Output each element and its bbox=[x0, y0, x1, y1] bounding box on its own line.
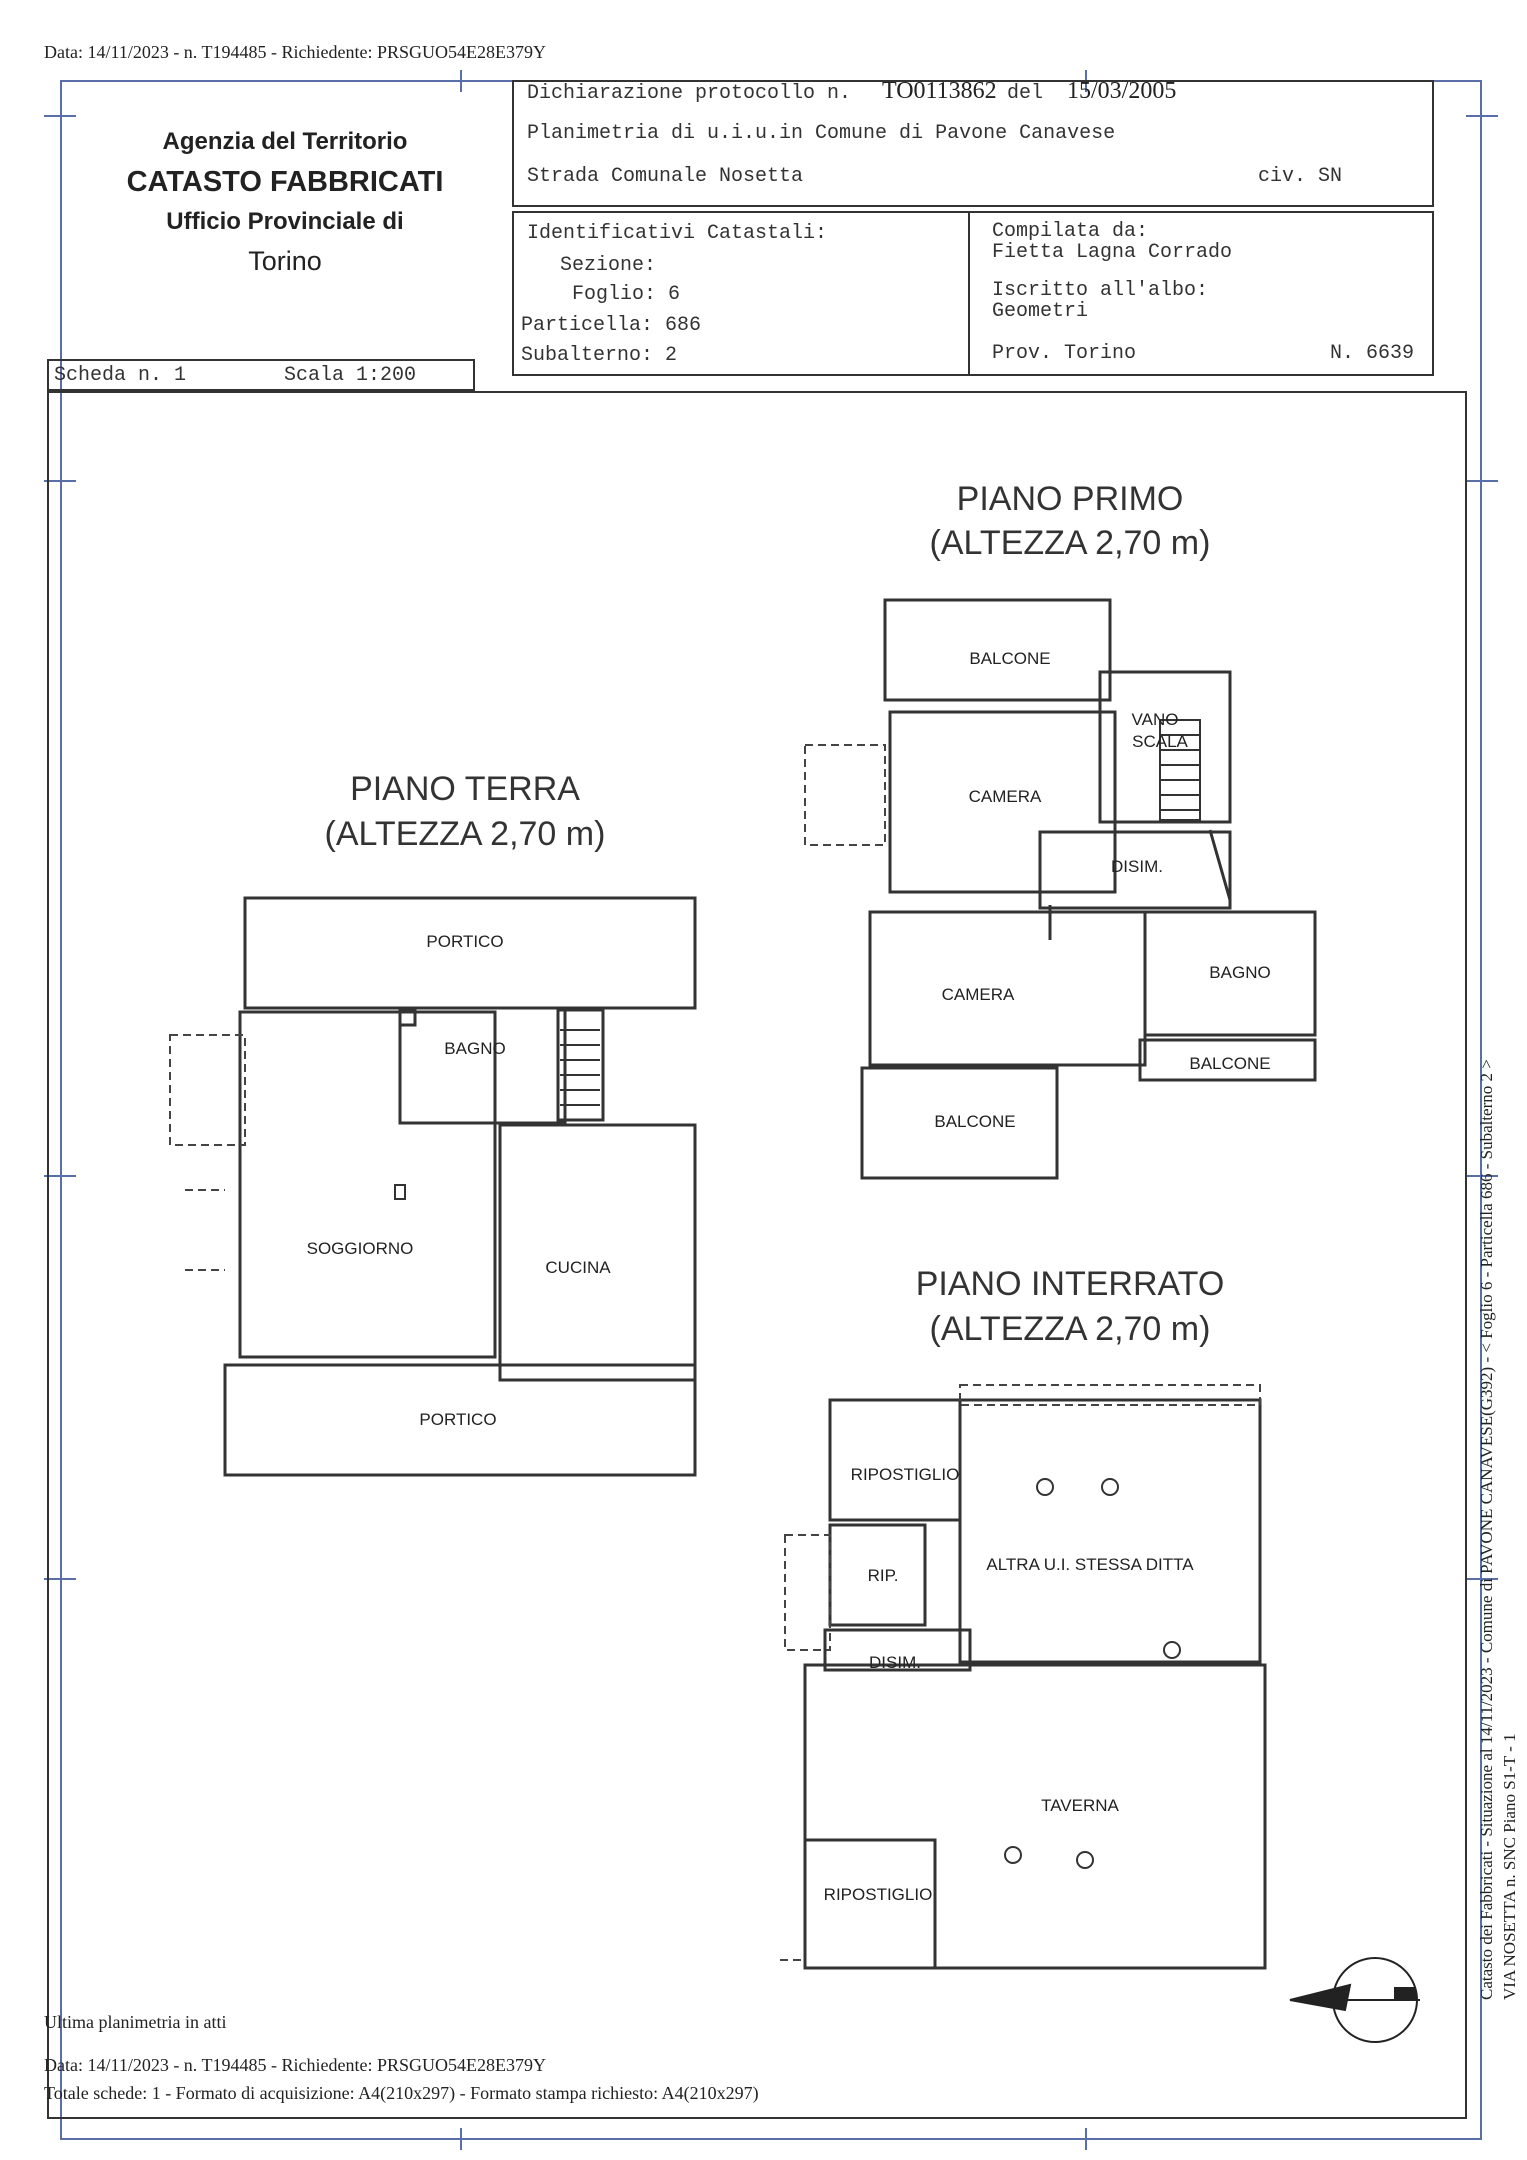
protocol-date: 15/03/2005 bbox=[1067, 78, 1177, 104]
piano-terra-height: (ALTEZZA 2,70 m) bbox=[324, 815, 606, 853]
plan-piano-terra bbox=[223, 896, 697, 1477]
agency-office: Ufficio Provinciale di bbox=[166, 208, 404, 235]
agency-city: Torino bbox=[248, 246, 322, 276]
north-arrow-icon bbox=[1289, 1957, 1420, 2043]
civic-text: civ. SN bbox=[1258, 165, 1343, 188]
footer-totale-line: Totale schede: 1 - Formato di acquisizio… bbox=[44, 2083, 759, 2103]
compiler-name: Fietta Lagna Corrado bbox=[992, 241, 1233, 264]
frame-tick bbox=[460, 2128, 462, 2150]
header-line: Data: 14/11/2023 - n. T194485 - Richiede… bbox=[44, 42, 546, 62]
room-disim-interrato: DISIM. bbox=[869, 1653, 921, 1672]
room-taverna: TAVERNA bbox=[1041, 1796, 1119, 1815]
planimetry-text: Planimetria di u.i.u.in Comune di Pavone… bbox=[527, 122, 1116, 145]
albo-label: Iscritto all'albo: bbox=[992, 279, 1209, 302]
drawing-frame bbox=[47, 391, 1467, 2119]
piano-primo-title: PIANO PRIMO bbox=[956, 480, 1184, 518]
piano-interrato-title: PIANO INTERRATO bbox=[915, 1265, 1225, 1303]
declaration-box bbox=[512, 80, 1434, 207]
scheda-box bbox=[47, 359, 475, 391]
sezione-label: Sezione: bbox=[560, 254, 657, 277]
protocol-del: del bbox=[1007, 82, 1044, 105]
frame-tick bbox=[44, 1578, 76, 1580]
room-bagno-terra: BAGNO bbox=[444, 1039, 505, 1058]
scheda-label: Scheda n. 1 bbox=[54, 364, 187, 387]
frame-right bbox=[1480, 80, 1482, 2140]
side-text-2: VIA NOSETTA n. SNC Piano S1-T - 1 bbox=[1500, 1733, 1519, 2000]
plan-piano-interrato bbox=[803, 1398, 1267, 1970]
albo-value: Geometri bbox=[992, 300, 1089, 323]
compiler-province: Prov. Torino bbox=[992, 342, 1137, 365]
piano-terra-title: PIANO TERRA bbox=[350, 770, 580, 808]
address-text: Strada Comunale Nosetta bbox=[527, 165, 804, 188]
scheda-scale: Scala 1:200 bbox=[284, 364, 417, 387]
frame-tick bbox=[44, 1175, 76, 1177]
frame-tick bbox=[1466, 115, 1498, 117]
room-balcone-top: BALCONE bbox=[969, 649, 1050, 668]
room-rip: RIP. bbox=[868, 1566, 899, 1585]
frame-tick bbox=[44, 480, 76, 482]
room-ripostiglio-2: RIPOSTIGLIO bbox=[824, 1885, 933, 1904]
room-balcone-bottom: BALCONE bbox=[934, 1112, 1015, 1131]
room-soggiorno: SOGGIORNO bbox=[307, 1239, 414, 1258]
room-disim-primo: DISIM. bbox=[1111, 857, 1163, 876]
frame-tick bbox=[1085, 2128, 1087, 2150]
compiler-number: N. 6639 bbox=[1330, 342, 1415, 365]
room-balcone-right: BALCONE bbox=[1189, 1054, 1270, 1073]
frame-bottom bbox=[60, 2138, 1482, 2140]
piano-interrato-height: (ALTEZZA 2,70 m) bbox=[929, 1310, 1211, 1348]
subalterno-value: Subalterno: 2 bbox=[521, 344, 678, 367]
agency-department: CATASTO FABBRICATI bbox=[126, 166, 444, 198]
room-portico-bottom: PORTICO bbox=[419, 1410, 496, 1429]
frame-left bbox=[60, 80, 62, 2140]
room-vano-2: SCALA bbox=[1132, 732, 1188, 751]
protocol-label: Dichiarazione protocollo n. bbox=[527, 82, 852, 105]
room-bagno-primo: BAGNO bbox=[1209, 963, 1270, 982]
frame-tick bbox=[460, 70, 462, 92]
agency-name: Agenzia del Territorio bbox=[162, 128, 408, 155]
room-cucina: CUCINA bbox=[545, 1258, 611, 1277]
frame-tick bbox=[44, 115, 76, 117]
room-portico-top: PORTICO bbox=[426, 932, 503, 951]
footer-ultima: Ultima planimetria in atti bbox=[44, 2012, 227, 2032]
stair-piano-terra bbox=[394, 1029, 600, 1200]
interrato-columns bbox=[1004, 1478, 1181, 1869]
piano-primo-height: (ALTEZZA 2,70 m) bbox=[929, 524, 1211, 562]
frame-tick bbox=[1466, 1578, 1498, 1580]
identifiers-box bbox=[512, 211, 970, 376]
room-vano-1: VANO bbox=[1132, 710, 1179, 729]
particella-value: Particella: 686 bbox=[521, 314, 702, 337]
room-altra-ui: ALTRA U.I. STESSA DITTA bbox=[986, 1555, 1194, 1574]
identifiers-title: Identificativi Catastali: bbox=[527, 222, 828, 245]
room-camera-2: CAMERA bbox=[942, 985, 1015, 1004]
foglio-value: Foglio: 6 bbox=[572, 283, 681, 306]
compiler-box bbox=[970, 211, 1434, 376]
footer-data-line: Data: 14/11/2023 - n. T194485 - Richiede… bbox=[44, 2055, 546, 2075]
frame-tick bbox=[1466, 1175, 1498, 1177]
protocol-number: TO0113862 bbox=[882, 78, 997, 104]
room-ripostiglio-1: RIPOSTIGLIO bbox=[851, 1465, 960, 1484]
frame-tick bbox=[1466, 480, 1498, 482]
compiler-label: Compilata da: bbox=[992, 220, 1149, 243]
stair-piano-primo bbox=[1159, 719, 1201, 821]
side-text-1: Catasto dei Fabbricati - Situazione al 1… bbox=[1477, 1059, 1496, 2000]
room-camera-1: CAMERA bbox=[969, 787, 1042, 806]
plan-piano-primo bbox=[860, 598, 1317, 1180]
